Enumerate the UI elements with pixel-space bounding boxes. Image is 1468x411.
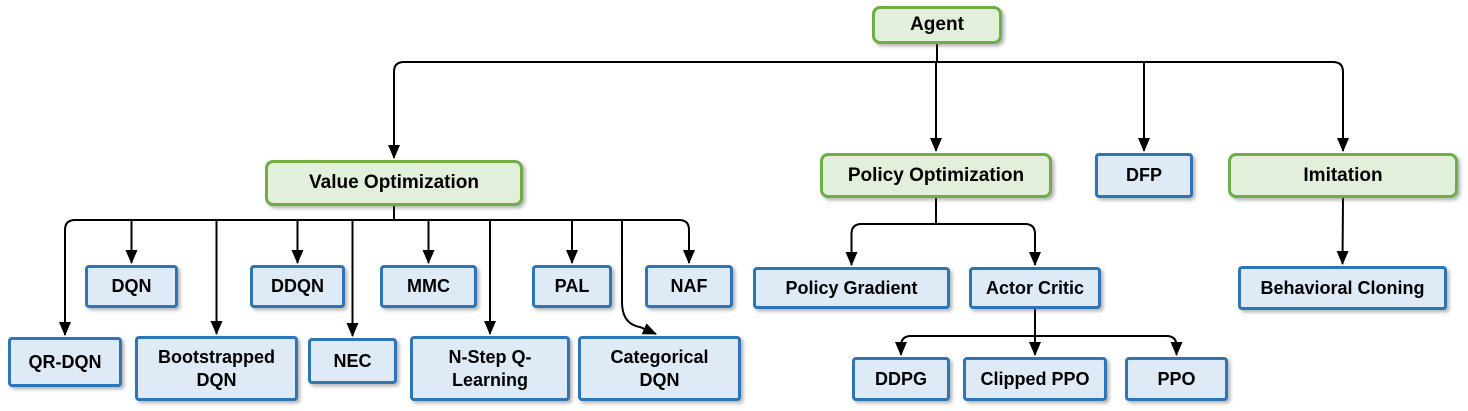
node-n_step_q_learning: N-Step Q-Learning (410, 336, 570, 401)
node-clipped_ppo: Clipped PPO (963, 357, 1107, 401)
node-actor_critic: Actor Critic (969, 267, 1101, 309)
node-ddqn: DDQN (250, 265, 345, 308)
node-label-imitation: Imitation (1303, 164, 1383, 186)
edge-line (393, 61, 1344, 73)
node-label-nec: NEC (333, 350, 372, 371)
node-label-policy_gradient: Policy Gradient (785, 277, 918, 298)
node-naf: NAF (645, 265, 733, 308)
node-qr_dqn: QR-DQN (8, 337, 122, 387)
node-policy_optimization: Policy Optimization (820, 153, 1052, 198)
node-policy_gradient: Policy Gradient (753, 267, 950, 309)
node-label-clipped_ppo: Clipped PPO (980, 368, 1090, 389)
node-label-naf: NAF (670, 276, 708, 297)
edge-line (621, 220, 657, 335)
node-label-categorical_dqn: Categorical DQN (610, 347, 709, 390)
node-label-qr_dqn: QR-DQN (28, 351, 102, 372)
edge-line (850, 223, 1036, 235)
node-label-bootstrapped_dqn: Bootstrapped DQN (158, 347, 275, 390)
node-bootstrapped_dqn: Bootstrapped DQN (135, 336, 298, 401)
edge-line (1336, 197, 1349, 265)
node-label-ddqn: DDQN (271, 276, 324, 297)
node-imitation: Imitation (1228, 153, 1458, 198)
node-label-ppo: PPO (1157, 368, 1196, 389)
node-pal: PAL (532, 265, 612, 308)
node-label-value_optimization: Value Optimization (309, 172, 479, 194)
node-value_optimization: Value Optimization (265, 160, 523, 206)
node-label-n_step_q_learning: N-Step Q-Learning (448, 347, 532, 390)
node-ppo: PPO (1125, 357, 1228, 401)
node-mmc: MMC (380, 265, 477, 308)
node-label-pal: PAL (554, 276, 590, 297)
node-label-policy_optimization: Policy Optimization (847, 164, 1025, 186)
node-nec: NEC (308, 338, 397, 384)
node-label-actor_critic: Actor Critic (985, 277, 1084, 298)
edge-line (64, 219, 690, 231)
node-label-agent: Agent (910, 14, 964, 36)
node-categorical_dqn: Categorical DQN (578, 336, 741, 401)
edge-line (900, 335, 1178, 347)
node-label-behavioral_cloning: Behavioral Cloning (1260, 277, 1425, 298)
node-label-mmc: MMC (407, 276, 450, 297)
node-ddpg: DDPG (852, 357, 950, 401)
node-behavioral_cloning: Behavioral Cloning (1238, 266, 1447, 310)
node-label-dfp: DFP (1126, 165, 1162, 186)
node-dqn: DQN (85, 265, 178, 308)
node-label-dqn: DQN (111, 276, 152, 297)
node-agent: Agent (872, 6, 1002, 44)
node-dfp: DFP (1095, 153, 1193, 198)
node-label-ddpg: DDPG (874, 368, 927, 389)
